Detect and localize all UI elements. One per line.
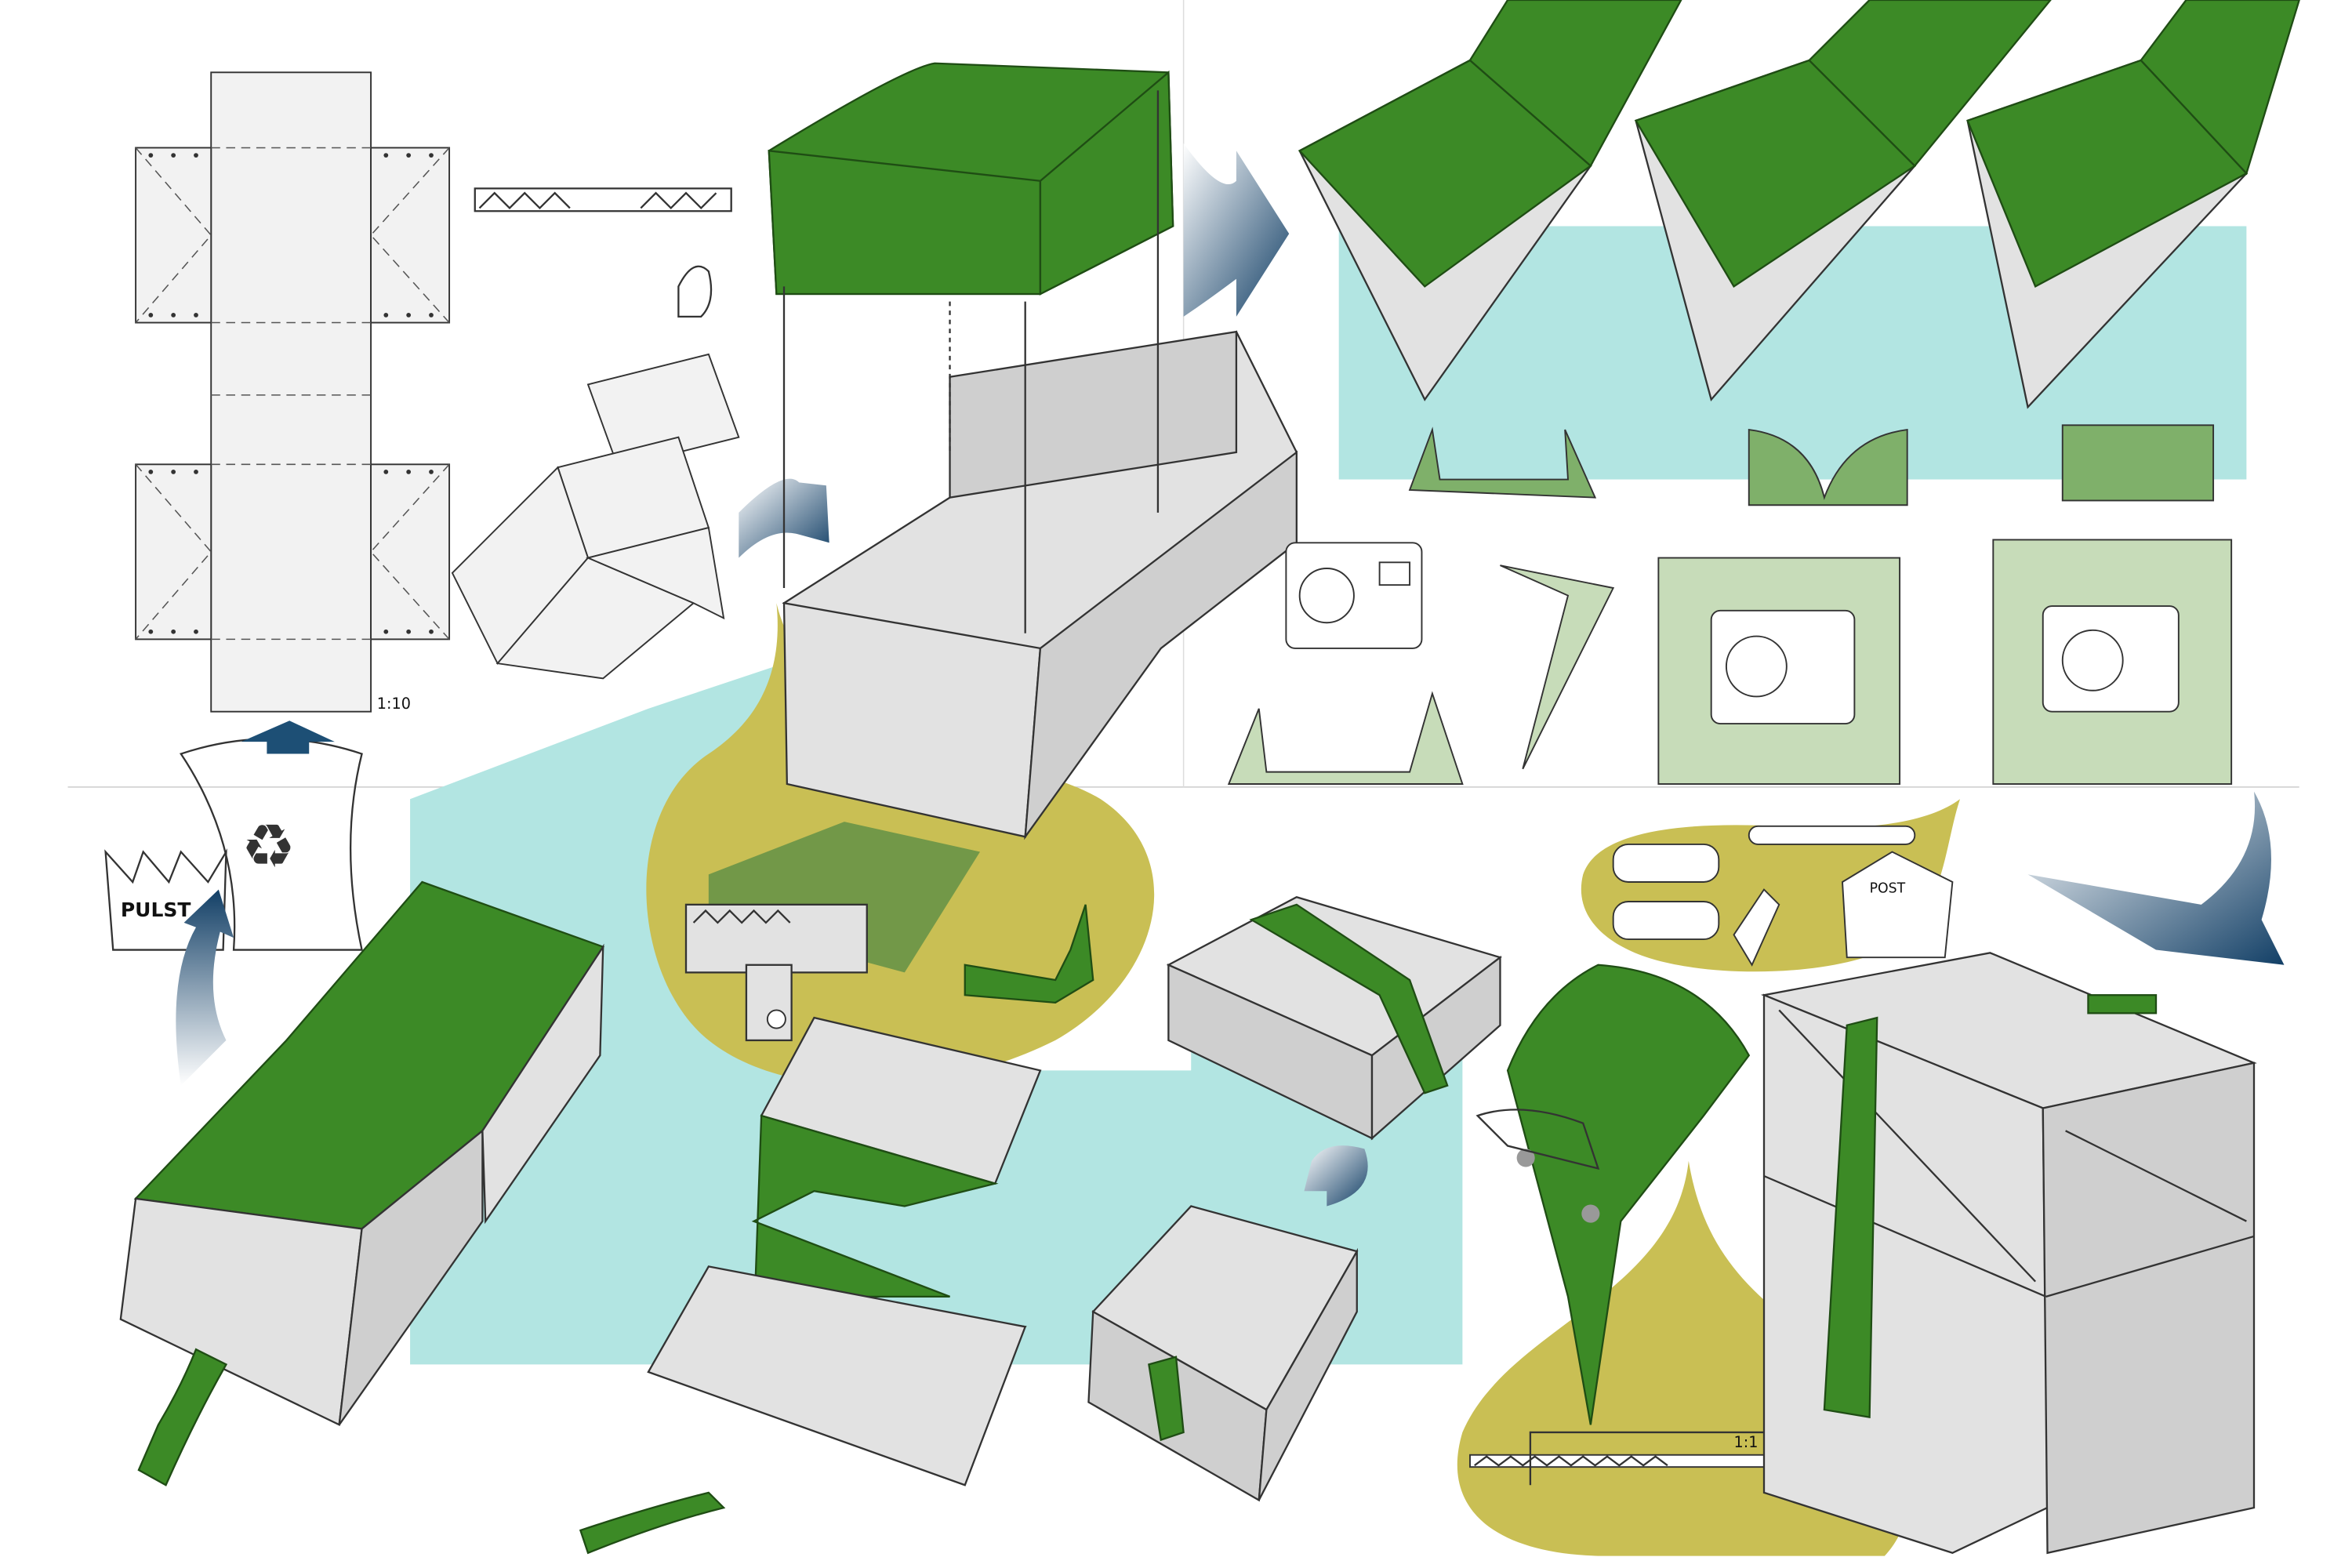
padded-radio-box (1657, 539, 2233, 785)
radio-device (1285, 542, 1423, 649)
accessory-sketches (1612, 825, 1954, 967)
right-arrow-icon (1183, 143, 1290, 317)
pad-outline (1500, 564, 1615, 770)
open-cardboard-box (782, 90, 1298, 840)
corrugated-strip-sketch (474, 187, 732, 318)
zigzag-folded-board (579, 1016, 1042, 1555)
cushion-profile-sketches (1408, 424, 2215, 506)
folding-net-sketch (451, 353, 740, 680)
curved-arrow-icon (2027, 791, 2285, 965)
net-scale-label: 1:10 (377, 695, 411, 713)
stacked-green-modules (1298, 0, 2300, 409)
factory-sketch: PULST (104, 848, 227, 951)
stacked-cardboard-boxes (1760, 952, 2257, 1555)
green-carry-handle (1469, 964, 1856, 1486)
open-box-green-interior (119, 880, 604, 1486)
recycle-icon: ♻ (241, 813, 296, 880)
curved-arrow-icon (176, 889, 234, 1086)
corner-joint-detail (684, 822, 1094, 1042)
folded-pad-with-strap (1087, 895, 1502, 1502)
arrow-up-icon (241, 720, 335, 754)
recycling-bin: ♻ (179, 738, 363, 951)
post-office-icon (1842, 851, 1954, 959)
pad-outline (1227, 691, 1464, 785)
detail-scale-label: 1:1 (1734, 1433, 1759, 1451)
pulst-logo: PULST (121, 898, 191, 921)
green-cushion-lid (768, 62, 1174, 296)
flat-box-net (135, 71, 451, 713)
post-sign-label: POST (1870, 880, 1906, 896)
curved-arrow-icon (1304, 1145, 1368, 1207)
